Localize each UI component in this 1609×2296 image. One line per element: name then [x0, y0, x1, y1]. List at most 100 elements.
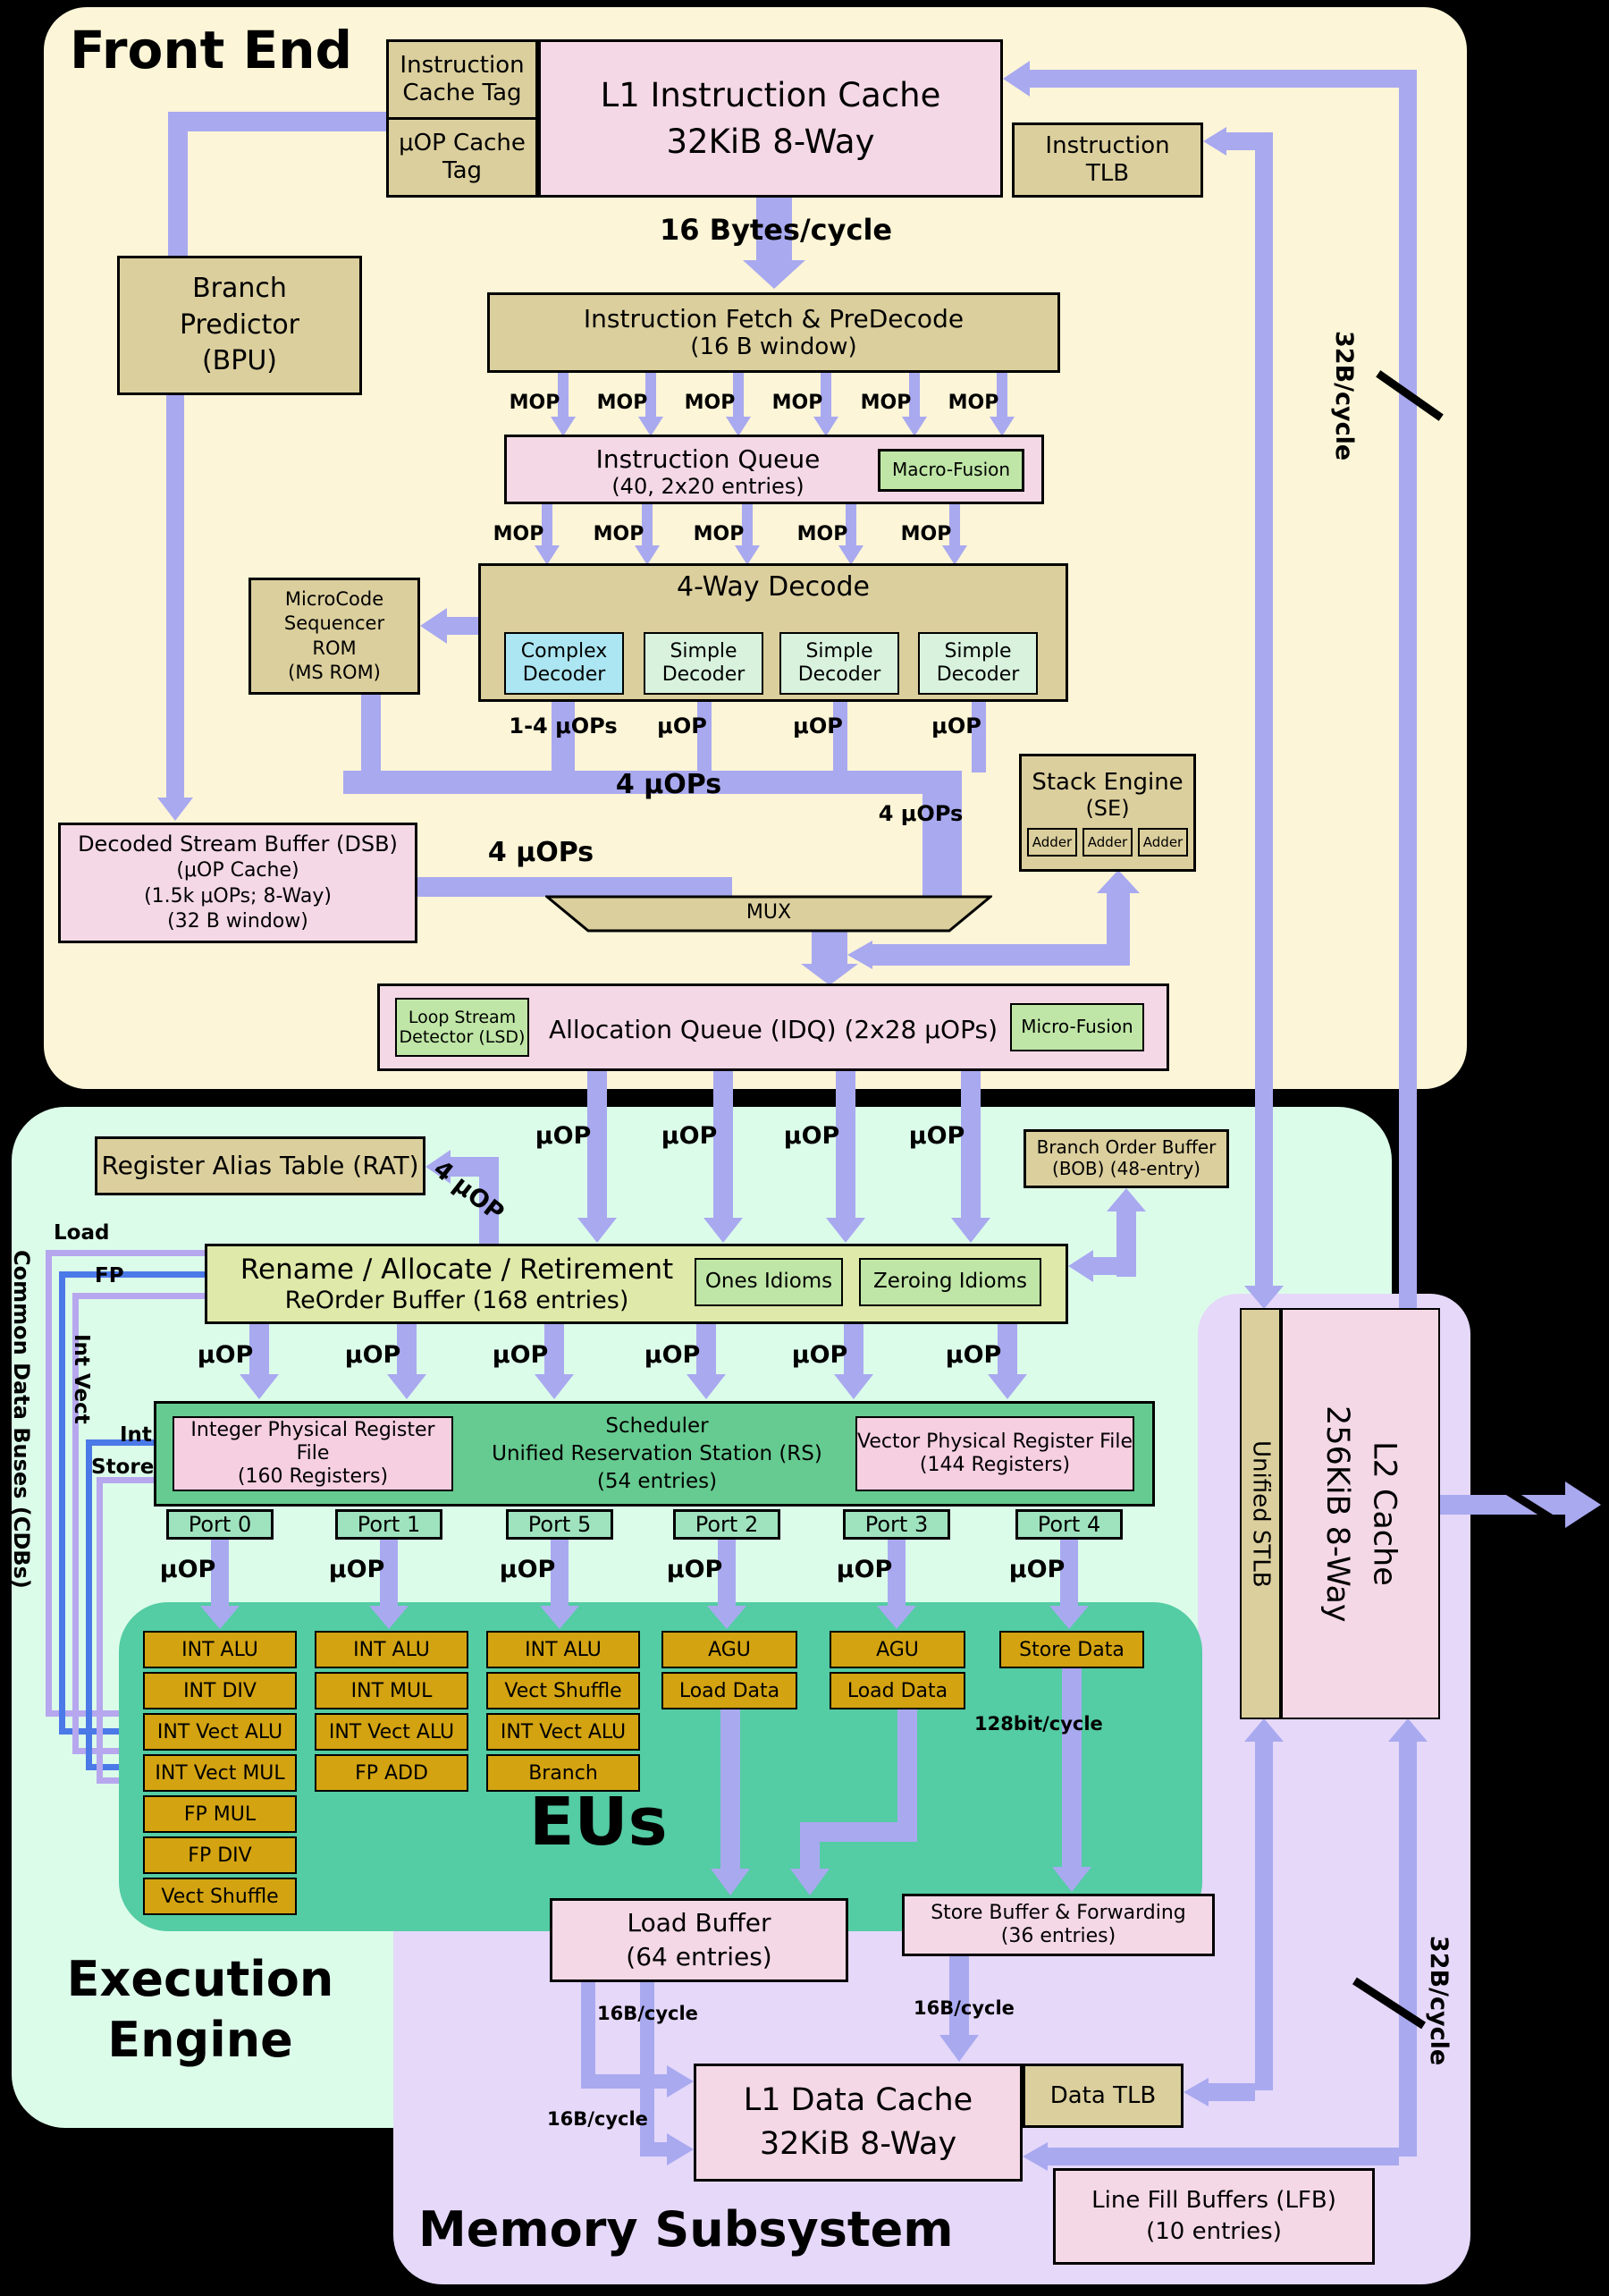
sb-line2: (36 entries): [1000, 1925, 1116, 1947]
simple-decoder-box: Simple Decoder: [779, 632, 899, 695]
mop-label: MOP: [493, 523, 544, 545]
load-buffer-box: Load Buffer (64 entries): [550, 1898, 848, 1982]
cdb-int-v: [86, 1439, 92, 1770]
vector-prf-box: Vector Physical Register File (144 Regis…: [855, 1416, 1134, 1491]
lfb-line2: (10 entries): [1146, 2218, 1282, 2245]
rat-box: Register Alias Table (RAT): [95, 1136, 425, 1195]
micro-fusion-label: Micro-Fusion: [1021, 1016, 1133, 1038]
port-label: Port 2: [695, 1511, 759, 1537]
uop-label: μOP: [492, 1341, 549, 1369]
port-label: Port 0: [188, 1511, 252, 1537]
msrom-line3: ROM: [312, 637, 357, 659]
bpu-line3: (BPU): [201, 345, 278, 377]
dsb-line4: (32 B window): [167, 910, 308, 933]
itlb-line2: TLB: [1085, 160, 1130, 187]
uop-label: μOP: [793, 713, 843, 739]
bus-iq-decode: [949, 504, 960, 547]
bus-bpu-tag-h: [168, 112, 386, 131]
bus-port-eu: [718, 1540, 736, 1608]
b16-label: 16B/cycle: [597, 2003, 698, 2024]
lfb-box: Line Fill Buffers (LFB) (10 entries): [1053, 2168, 1375, 2265]
sb-line1: Store Buffer & Forwarding: [931, 1902, 1186, 1925]
uop-label: μOP: [791, 1341, 848, 1369]
stlb-label: Unified STLB: [1247, 1439, 1275, 1588]
uop-label: μOP: [931, 713, 981, 739]
bus-port-eu: [211, 1540, 229, 1608]
b32-bottom-label: 32B/cycle: [1425, 1936, 1453, 2066]
simple-line1: Simple: [805, 640, 873, 663]
dsb-line1: Decoded Stream Buffer (DSB): [78, 831, 398, 857]
eu-unit: AGU: [661, 1631, 797, 1668]
instruction-tlb-box: Instruction TLB: [1012, 122, 1203, 198]
zeroing-idioms-label: Zeroing Idioms: [872, 1270, 1028, 1294]
uop-label: μOP: [499, 1556, 556, 1583]
bus-fetch-iq: [909, 373, 920, 418]
eu-unit: FP MUL: [143, 1795, 297, 1833]
bus-decode-msrom: [445, 617, 478, 635]
se-line2: (SE): [1085, 796, 1130, 822]
bus-l2-l1i-h: [1030, 70, 1417, 88]
iprf-line2: (160 Registers): [237, 1465, 389, 1488]
bus-fetch-iq: [558, 373, 569, 418]
itlb-line1: Instruction: [1045, 132, 1170, 160]
eu-unit: INT Vect ALU: [486, 1713, 640, 1751]
mop-label: MOP: [693, 523, 745, 545]
adder-box: Adder: [1082, 828, 1133, 857]
mop-label: MOP: [796, 523, 848, 545]
port-box-2: Port 2: [673, 1509, 780, 1540]
cdb-fp-label: FP: [95, 1264, 124, 1287]
bus-lb-l1d-v2: [640, 1982, 654, 2157]
uops4-right-label: 4 μOPs: [878, 801, 964, 826]
cdb-store-h: [97, 1477, 154, 1483]
dsb-box: Decoded Stream Buffer (DSB) (μOP Cache) …: [58, 823, 417, 943]
bus-loaddata2-lb-h: [800, 1822, 917, 1842]
rename-line1: Rename / Allocate / Retirement: [240, 1254, 674, 1286]
se-line1: Stack Engine: [1032, 768, 1184, 796]
cdb-int-vect-label: Int Vect: [70, 1334, 93, 1424]
l1-data-cache-box: L1 Data Cache 32KiB 8-Way: [694, 2064, 1023, 2182]
eu-unit: INT Vect ALU: [315, 1713, 468, 1751]
b16-label: 16B/cycle: [914, 1997, 1015, 2019]
mop-label: MOP: [593, 523, 644, 545]
mop-label: MOP: [684, 392, 736, 414]
fetch-line2: (16 B window): [690, 333, 857, 361]
macro-fusion-box: Macro-Fusion: [878, 449, 1024, 492]
simple-line2: Decoder: [797, 663, 881, 686]
eu-unit: INT DIV: [143, 1672, 297, 1709]
uop-label: μOP: [666, 1556, 723, 1583]
eu-unit: INT MUL: [315, 1672, 468, 1709]
eu-unit: INT Vect MUL: [143, 1754, 297, 1792]
mop-label: MOP: [948, 392, 999, 414]
l2-cache-box: L2 Cache 256KiB 8-Way: [1281, 1308, 1440, 1719]
store-buffer-box: Store Buffer & Forwarding (36 entries): [902, 1894, 1215, 1956]
bus-rat-v: [479, 1157, 499, 1244]
port-label: Port 5: [527, 1511, 592, 1537]
cdb-blue1-h: [59, 1271, 205, 1278]
l1i-line1: L1 Instruction Cache: [600, 75, 941, 114]
unified-stlb-box: Unified STLB: [1240, 1308, 1281, 1719]
simple-line2: Decoder: [936, 663, 1020, 686]
data-tlb-box: Data TLB: [1023, 2064, 1184, 2128]
uops4-main-label: 4 μOPs: [615, 769, 722, 800]
msrom-line1: MicroCode: [284, 587, 384, 610]
uops-1-4-label: 1-4 μOPs: [509, 713, 618, 739]
cdb-title: Common Data Buses (CDBs): [9, 1250, 34, 1589]
eu-unit: INT Vect ALU: [143, 1713, 297, 1751]
eus-title: EUs: [529, 1784, 668, 1861]
bus-loaddata1-lb: [720, 1709, 740, 1870]
cdb-int-h: [86, 1439, 154, 1446]
msrom-box: MicroCode Sequencer ROM (MS ROM): [249, 578, 420, 695]
execution-title-line2: Engine: [107, 2011, 293, 2068]
simple-decoder-box: Simple Decoder: [918, 632, 1038, 695]
eu-unit: Load Data: [830, 1672, 965, 1709]
bus-l1i-fetch: [756, 198, 792, 262]
bus-l2-l1i-v: [1399, 70, 1417, 1308]
instruction-cache-tag-box: Instruction Cache Tag: [386, 39, 538, 120]
simple-decoder-box: Simple Decoder: [644, 632, 763, 695]
b16-label: 16B/cycle: [547, 2108, 648, 2130]
l1-instruction-cache-box: L1 Instruction Cache 32KiB 8-Way: [538, 39, 1003, 198]
complex-line2: Decoder: [522, 663, 606, 686]
cdb-fp-h: [72, 1293, 205, 1299]
uop-cache-tag-box: μOP Cache Tag: [386, 117, 538, 198]
